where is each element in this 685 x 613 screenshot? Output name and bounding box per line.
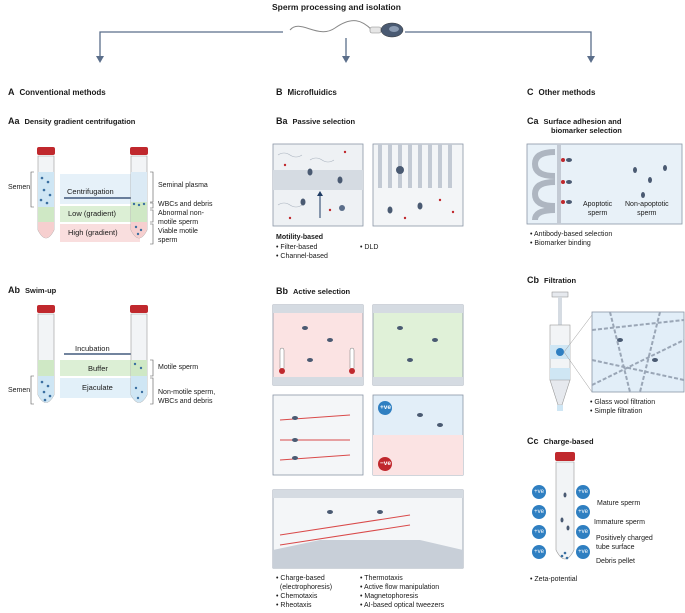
Ab-tube-before bbox=[37, 305, 55, 403]
Bb-neg-charge: −ve bbox=[380, 460, 392, 467]
Ab-label-motile: Motile sperm bbox=[158, 364, 199, 371]
Cc-bead: +ve bbox=[576, 545, 590, 559]
Cb-syringe bbox=[549, 291, 571, 411]
Ab-tube-after bbox=[130, 305, 148, 403]
Bb-panel-flow bbox=[272, 489, 464, 569]
Cc-label-immature: Immature sperm bbox=[594, 519, 645, 526]
Ca-bullets: • Antibody-based selection • Biomarker b… bbox=[530, 231, 613, 247]
Ba-bullets-right: • DLD bbox=[360, 244, 379, 251]
Aa-tube-before bbox=[37, 147, 55, 239]
header-sperm-icon bbox=[289, 20, 404, 38]
Aa-label-abnormal-2: motile sperm bbox=[158, 219, 199, 226]
Bb-diagram bbox=[272, 304, 464, 569]
Aa-label-abnormal-1: Abnormal non- bbox=[158, 210, 204, 217]
Bb-bullets-right: • Thermotaxis • Active flow manipulation… bbox=[360, 575, 445, 609]
page-title: Sperm processing and isolation bbox=[272, 2, 401, 12]
Bb-panel-rheotaxis bbox=[272, 394, 364, 476]
Aa-label-viable-1: Viable motile bbox=[158, 228, 198, 235]
Cc-bead: +ve bbox=[532, 545, 546, 559]
Cc-label-debris: Debris pellet bbox=[596, 558, 635, 565]
Cc-bead: +ve bbox=[576, 505, 590, 519]
header-arrows bbox=[99, 31, 592, 58]
Bb-pos-charge: +ve bbox=[380, 404, 392, 411]
Aa-diagram bbox=[30, 147, 154, 245]
Aa-high-label: High (gradient) bbox=[68, 228, 118, 237]
Bb-bullets-left: • Charge-based (electrophoresis) • Chemo… bbox=[276, 575, 333, 609]
Aa-label-viable-2: sperm bbox=[158, 237, 178, 244]
Aa-semen-label: Semen bbox=[8, 184, 31, 191]
Ca-header-line2: biomarker selection bbox=[551, 126, 622, 135]
Ab-label-nonmotile: Non-motile sperm, WBCs and debris bbox=[158, 389, 216, 405]
Cc-label-mature: Mature sperm bbox=[597, 500, 641, 507]
header-diagram bbox=[96, 20, 595, 63]
Aa-tube-after bbox=[130, 147, 148, 239]
Ab-buffer-label: Buffer bbox=[88, 364, 108, 373]
Ab-semen-label: Semen bbox=[8, 387, 31, 394]
Aa-side-labels: Seminal plasma WBCs and debris Abnormal … bbox=[158, 181, 212, 245]
Cb-glass-wool-zoom bbox=[591, 311, 685, 393]
Ba-bullets-left: • Filter-based • Channel-based bbox=[276, 244, 328, 260]
Bb-panel-thermotaxis bbox=[272, 304, 364, 386]
Aa-low-label: Low (gradient) bbox=[68, 209, 116, 218]
Ab-ejaculate-label: Ejaculate bbox=[82, 383, 113, 392]
Cb-bullets: • Glass wool filtration • Simple filtrat… bbox=[590, 399, 656, 415]
Aa-label-wbc: WBCs and debris bbox=[158, 201, 213, 208]
Cc-bead: +ve bbox=[576, 485, 590, 499]
Cc-bead: +ve bbox=[532, 485, 546, 499]
Cc-bead: +ve bbox=[576, 525, 590, 539]
Aa-label-seminal-plasma: Seminal plasma bbox=[158, 182, 208, 189]
Ab-arrow-label: Incubation bbox=[75, 344, 110, 353]
Ba-diagram bbox=[272, 143, 464, 227]
Ab-diagram bbox=[30, 305, 154, 405]
Cc-bead: +ve bbox=[532, 505, 546, 519]
Bb-panel-electrophoresis bbox=[372, 394, 464, 476]
Ba-panel-dld bbox=[372, 143, 464, 227]
Aa-arrow-label: Centrifugation bbox=[67, 187, 114, 196]
Bb-panel-chemotaxis bbox=[372, 304, 464, 386]
Cc-bead: +ve bbox=[532, 525, 546, 539]
Ba-motility-title: Motility-based bbox=[276, 234, 324, 241]
Cc-diagram bbox=[555, 452, 575, 560]
Cc-bullets: • Zeta-potential bbox=[530, 576, 578, 583]
Ca-diagram bbox=[526, 143, 683, 225]
Ba-panel-filter bbox=[272, 143, 364, 227]
Cb-diagram bbox=[549, 291, 685, 411]
